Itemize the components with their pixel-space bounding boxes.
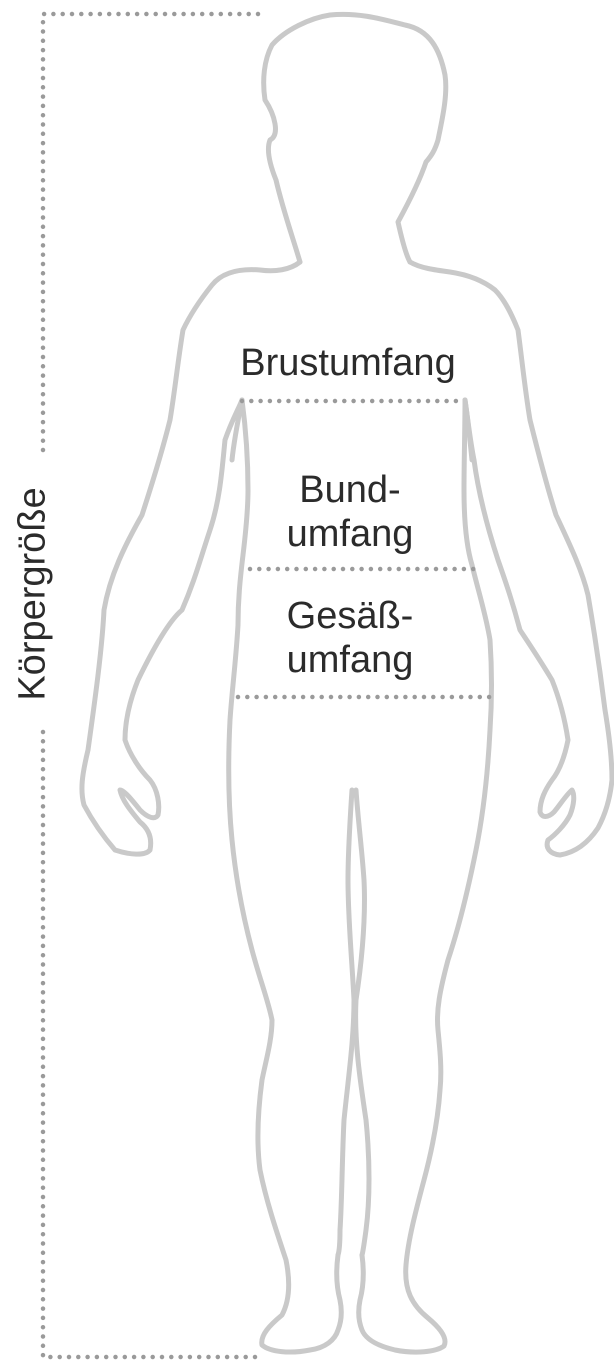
height-label: Körpergröße xyxy=(12,487,55,700)
waist-label: Bund- umfang xyxy=(250,468,450,556)
chest-label: Brustumfang xyxy=(238,341,458,385)
head-outline xyxy=(264,14,446,262)
child-silhouette xyxy=(82,14,612,1352)
left-leg-inner-outline xyxy=(338,790,354,1255)
height-bracket-top xyxy=(43,14,258,455)
height-bracket-bottom xyxy=(43,732,258,1357)
hip-label: Gesäß- umfang xyxy=(250,594,450,682)
right-leg-inner-outline xyxy=(356,790,369,1255)
